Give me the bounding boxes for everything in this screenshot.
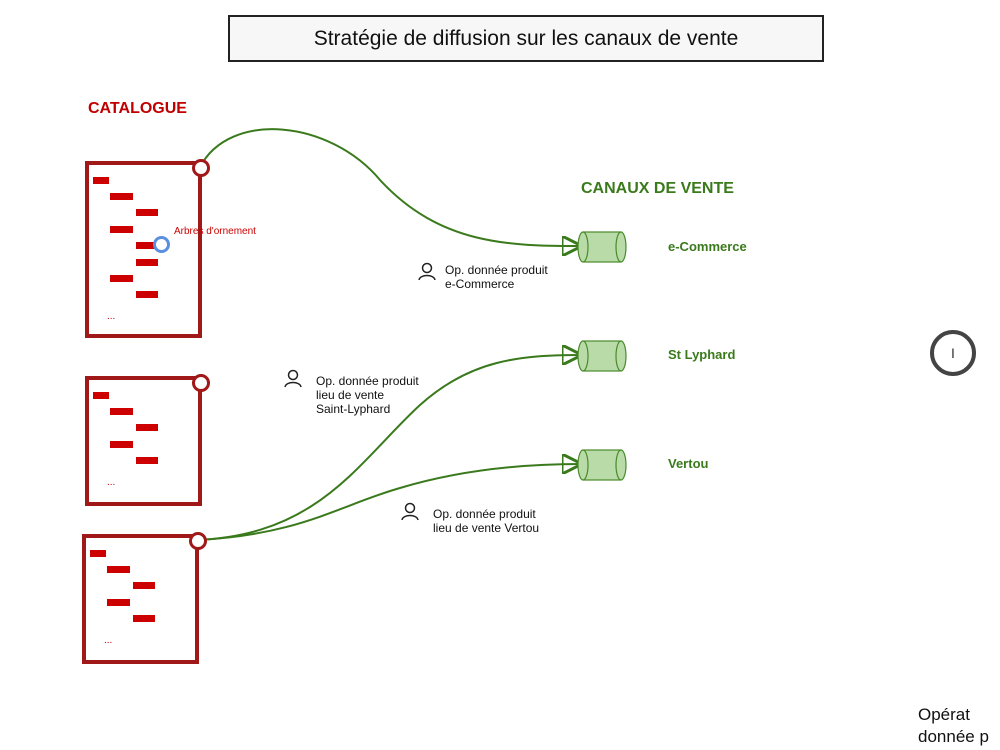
tree-node (136, 242, 158, 249)
catalogue-panel-1[interactable]: ... (85, 161, 202, 338)
link-catalogue-vertou (196, 464, 580, 541)
tree-node (110, 226, 133, 233)
catalogue-panel-2-anchor[interactable] (192, 374, 210, 392)
operator-stlyphard-label: Op. donnée produit lieu de vente Saint-L… (316, 374, 419, 416)
tree-node (110, 441, 133, 448)
operator-vertou-label: Op. donnée produit lieu de vente Vertou (433, 507, 540, 535)
catalogue-panel-3[interactable]: ... (82, 534, 199, 664)
ellipsis: ... (107, 477, 116, 488)
tree-node (133, 615, 155, 622)
tree-node (93, 392, 109, 399)
channel-stlyphard-label: St Lyphard (668, 347, 736, 362)
person-icon (401, 502, 419, 521)
tree-node (110, 408, 133, 415)
link-catalogue-stlyphard (196, 355, 580, 541)
tree-node (93, 177, 109, 184)
person-icon (284, 369, 302, 388)
panel-hint: Arbres d'ornement (174, 226, 256, 237)
tree-node (136, 424, 158, 431)
link-catalogue-ecommerce (199, 128, 580, 246)
tree-node (133, 582, 155, 589)
cylinder-stlyphard (577, 340, 627, 372)
tree-node (107, 599, 130, 606)
operator-ecommerce-label: Op. donnée produit e-Commerce (445, 263, 548, 291)
channel-ecommerce-label: e-Commerce (668, 239, 747, 254)
catalogue-label: CATALOGUE (88, 100, 187, 117)
ellipsis: ... (104, 635, 113, 646)
tree-node (136, 291, 158, 298)
tree-node (136, 457, 158, 464)
diagram-title: Stratégie de diffusion sur les canaux de… (228, 15, 824, 62)
catalogue-panel-1-anchor[interactable] (192, 159, 210, 177)
catalogue-panel-2[interactable]: ... (85, 376, 202, 506)
tree-node (107, 566, 130, 573)
cylinder-ecommerce (577, 231, 627, 263)
corner-text: Opérat donnée p (918, 705, 989, 746)
channel-vertou-label: Vertou (668, 456, 709, 471)
catalogue-panel-3-anchor[interactable] (189, 532, 207, 550)
tree-node (110, 275, 133, 282)
selection-handle[interactable] (153, 236, 170, 253)
cylinder-vertou (577, 449, 627, 481)
tree-node (90, 550, 106, 557)
tree-node (136, 259, 158, 266)
tree-node (136, 209, 158, 216)
ellipsis: ... (107, 311, 116, 322)
status-circle[interactable]: I (930, 330, 976, 376)
channels-label: CANAUX DE VENTE (581, 180, 734, 197)
tree-node (110, 193, 133, 200)
person-icon (418, 262, 436, 281)
